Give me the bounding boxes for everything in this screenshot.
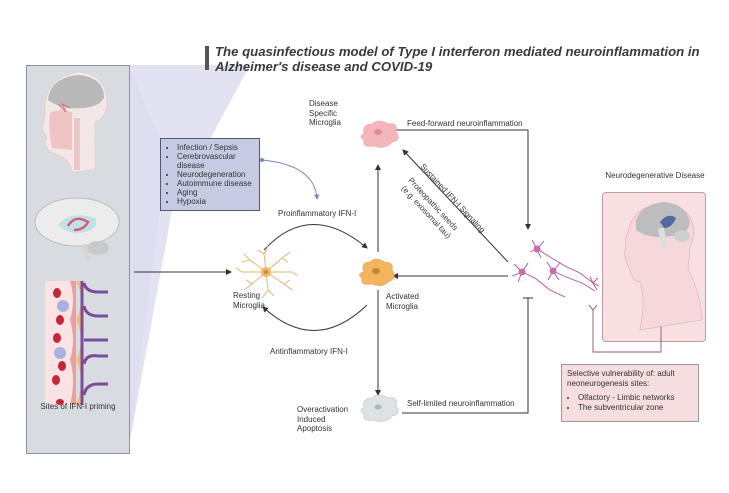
neuron-cluster-icon <box>511 239 600 298</box>
trigger-connector <box>261 159 320 200</box>
self-limited-label: Self-limited neuroinflammation <box>407 399 515 408</box>
neurodegenerative-head-icon <box>624 202 703 331</box>
resting-microglia-label: Resting Microglia <box>233 291 266 310</box>
disease-specific-microglia-icon <box>360 120 399 148</box>
activated-microglia-label: Activated Microglia <box>386 292 419 311</box>
neurodegenerative-disease-label: Neurodegenerative Disease <box>605 171 705 180</box>
selective-vulnerability-box: Selective vulnerability of: adult neoneu… <box>561 364 699 422</box>
trigger-connector-dot <box>260 158 264 162</box>
vulnerability-item: The subventricular zone <box>578 403 693 413</box>
self-limited-arrow <box>402 298 529 414</box>
proinflammatory-arc <box>263 224 368 251</box>
priming-sites-caption: Sites of IFN-I priming <box>40 402 116 411</box>
brain-limbic-icon <box>34 197 120 261</box>
blood-brain-barrier-icon <box>45 281 108 405</box>
disease-specific-microglia-label: Disease Specific Microglia <box>309 99 342 127</box>
title-line-1: The quasinfectious model of Type I inter… <box>215 44 700 59</box>
receptor-icon <box>588 304 598 311</box>
vulnerability-heading: Selective vulnerability of: adult neoneu… <box>567 369 675 388</box>
feed-forward-arrow <box>391 129 531 230</box>
trigger-item: Aging <box>177 188 257 197</box>
antiinflammatory-label: Antinflammatory IFN-I <box>270 347 348 356</box>
trigger-item: Hypoxia <box>177 197 257 206</box>
feed-forward-label: Feed-forward neuroinflammation <box>407 119 523 128</box>
apoptosis-label: Overactivation Induced Apoptosis <box>297 405 349 433</box>
trigger-item: Autoimmune disease <box>177 179 257 188</box>
title-line-2: Alzheimer's disease and COVID-19 <box>215 59 433 74</box>
resting-microglia-icon <box>235 245 299 299</box>
antiinflammatory-arc <box>262 304 368 331</box>
ifn-triggers-box: Infection / Sepsis Cerebrovascular disea… <box>160 138 260 211</box>
trigger-item: Neurodegeneration <box>177 170 257 179</box>
trigger-item: Infection / Sepsis <box>177 143 257 152</box>
vulnerability-item: Olfactory - Limbic networks <box>578 393 693 403</box>
activated-microglia-icon <box>359 258 395 286</box>
apoptotic-microglia-icon <box>360 394 399 422</box>
sustained-signaling-arrow <box>402 149 509 263</box>
figure-title: The quasinfectious model of Type I inter… <box>215 44 725 74</box>
trigger-item: Cerebrovascular disease <box>177 152 257 170</box>
proinflammatory-label: Proinflammatory IFN-I <box>278 209 357 218</box>
title-accent-bar <box>205 46 209 70</box>
head-sagittal-nasal-icon <box>41 71 108 173</box>
